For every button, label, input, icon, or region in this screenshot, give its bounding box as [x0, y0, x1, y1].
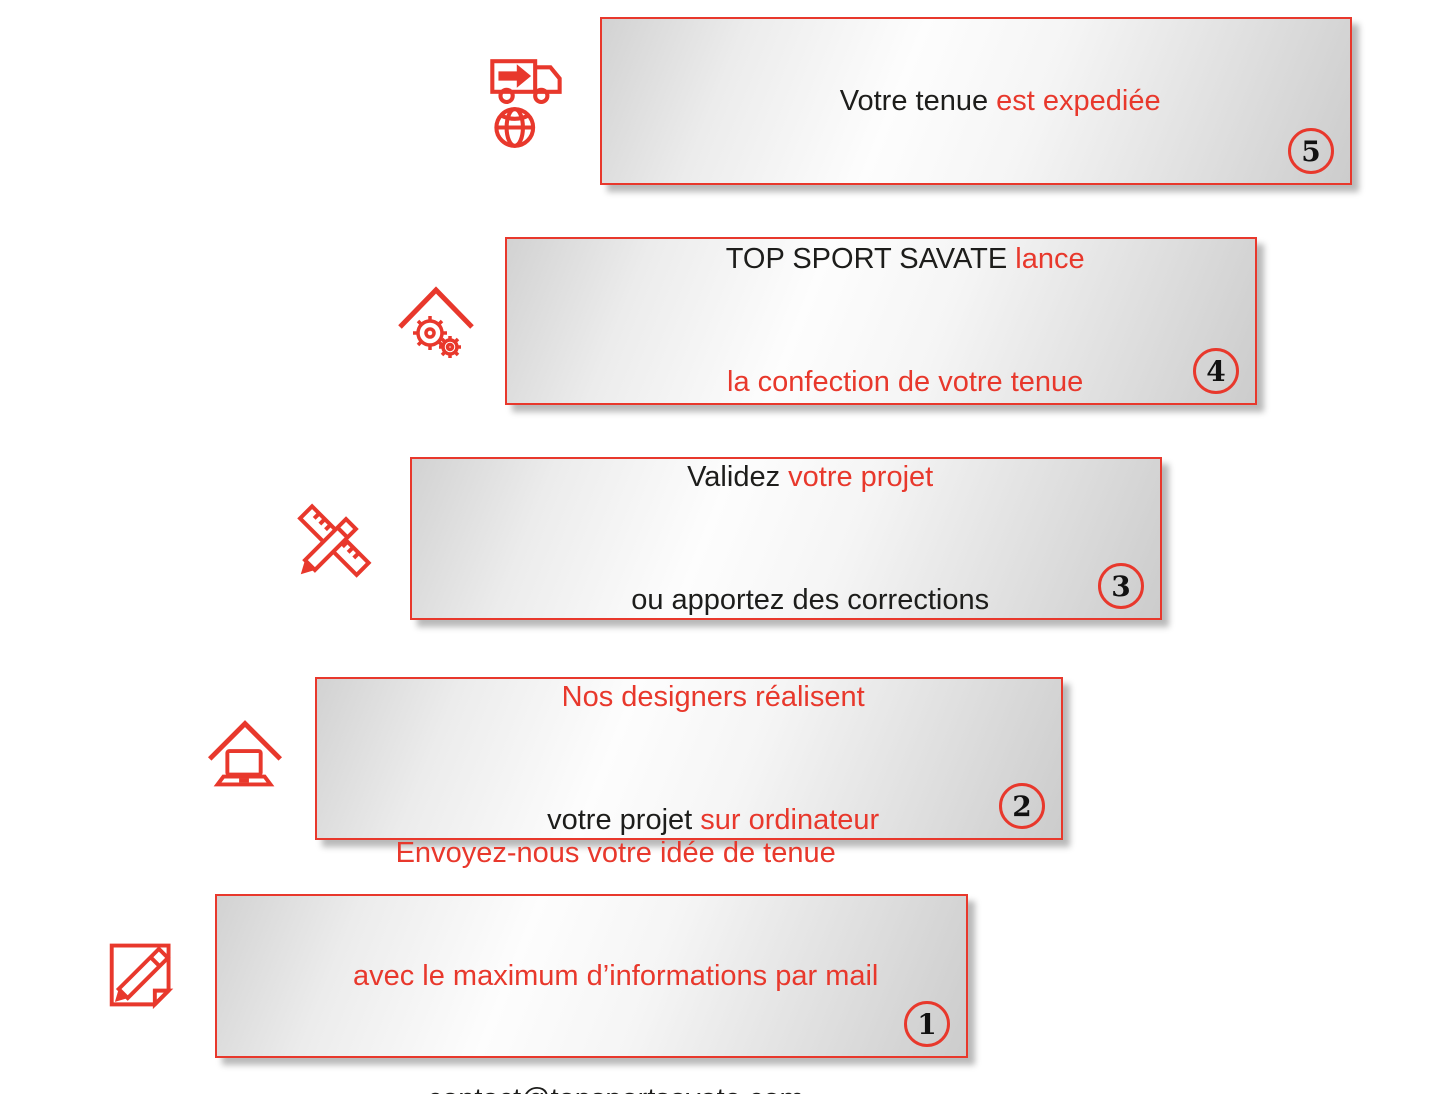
- step-text-segment: Validez: [687, 460, 789, 493]
- step-text-segment: la confection de votre tenue: [727, 366, 1084, 398]
- step-box-3: Validez votre projet ou apportez des cor…: [410, 457, 1162, 620]
- step-text-segment: Nos designers réalisent: [561, 680, 865, 713]
- step-text: la confection de votre tenue: [679, 321, 1084, 444]
- step-text: Votre tenue est expediée: [791, 40, 1161, 163]
- step-text: avec le maximum d’informations par mail: [305, 915, 879, 1038]
- step-text-segment: avec le maximum d’informations par mail: [352, 959, 879, 992]
- step-text: Validez votre projet: [639, 416, 933, 539]
- step-text-segment: votre projet: [788, 460, 934, 493]
- step-text-segment: lance: [1015, 243, 1085, 275]
- step-text-segment: est expediée: [996, 84, 1161, 117]
- step-number-badge: 2: [999, 783, 1045, 829]
- designer-laptop-icon: [196, 704, 294, 806]
- step-number-badge: 5: [1288, 128, 1334, 174]
- step-text-segment: ou apportez des corrections: [631, 583, 990, 616]
- step-number: 2: [1012, 789, 1032, 823]
- step-number: 5: [1301, 134, 1321, 168]
- step-box-2: Nos designers réalisent votre projet sur…: [315, 677, 1063, 840]
- contact-email: contact@topsportsavate.com: [379, 1038, 804, 1094]
- note-pencil-icon: [98, 922, 196, 1024]
- manufacturing-gears-icon: [386, 270, 486, 372]
- step-text: ou apportez des corrections: [583, 539, 989, 662]
- step-text-segment: contact@topsportsavate.com: [428, 1083, 804, 1094]
- step-text-segment: votre projet: [547, 803, 701, 836]
- step-text-segment: TOP SPORT SAVATE: [725, 243, 1016, 275]
- step-number-badge: 1: [904, 1001, 950, 1047]
- step-box-1: Envoyez-nous votre idée de tenue avec le…: [215, 837, 968, 1094]
- step-text-segment: Votre tenue: [839, 84, 997, 117]
- step-number: 1: [917, 1007, 937, 1041]
- step-text: Envoyez-nous votre idée de tenue: [347, 792, 836, 915]
- step-text: Nos designers réalisent: [513, 636, 865, 759]
- step-number-badge: 4: [1193, 348, 1239, 394]
- step-text: votre projet sur ordinateur: [499, 759, 879, 882]
- step-number: 3: [1111, 569, 1131, 603]
- shipping-truck-globe-icon: [476, 50, 578, 154]
- step-box-4: TOP SPORT SAVATE lance la confection de …: [505, 237, 1257, 405]
- step-number-badge: 3: [1098, 563, 1144, 609]
- step-text-segment: Envoyez-nous votre idée de tenue: [395, 836, 836, 869]
- step-text-segment: sur ordinateur: [700, 803, 880, 836]
- pencil-ruler-icon: [284, 490, 384, 592]
- step-text: TOP SPORT SAVATE lance: [677, 198, 1085, 321]
- step-box-5: Votre tenue est expediée 5: [600, 17, 1352, 185]
- step-number: 4: [1206, 354, 1226, 388]
